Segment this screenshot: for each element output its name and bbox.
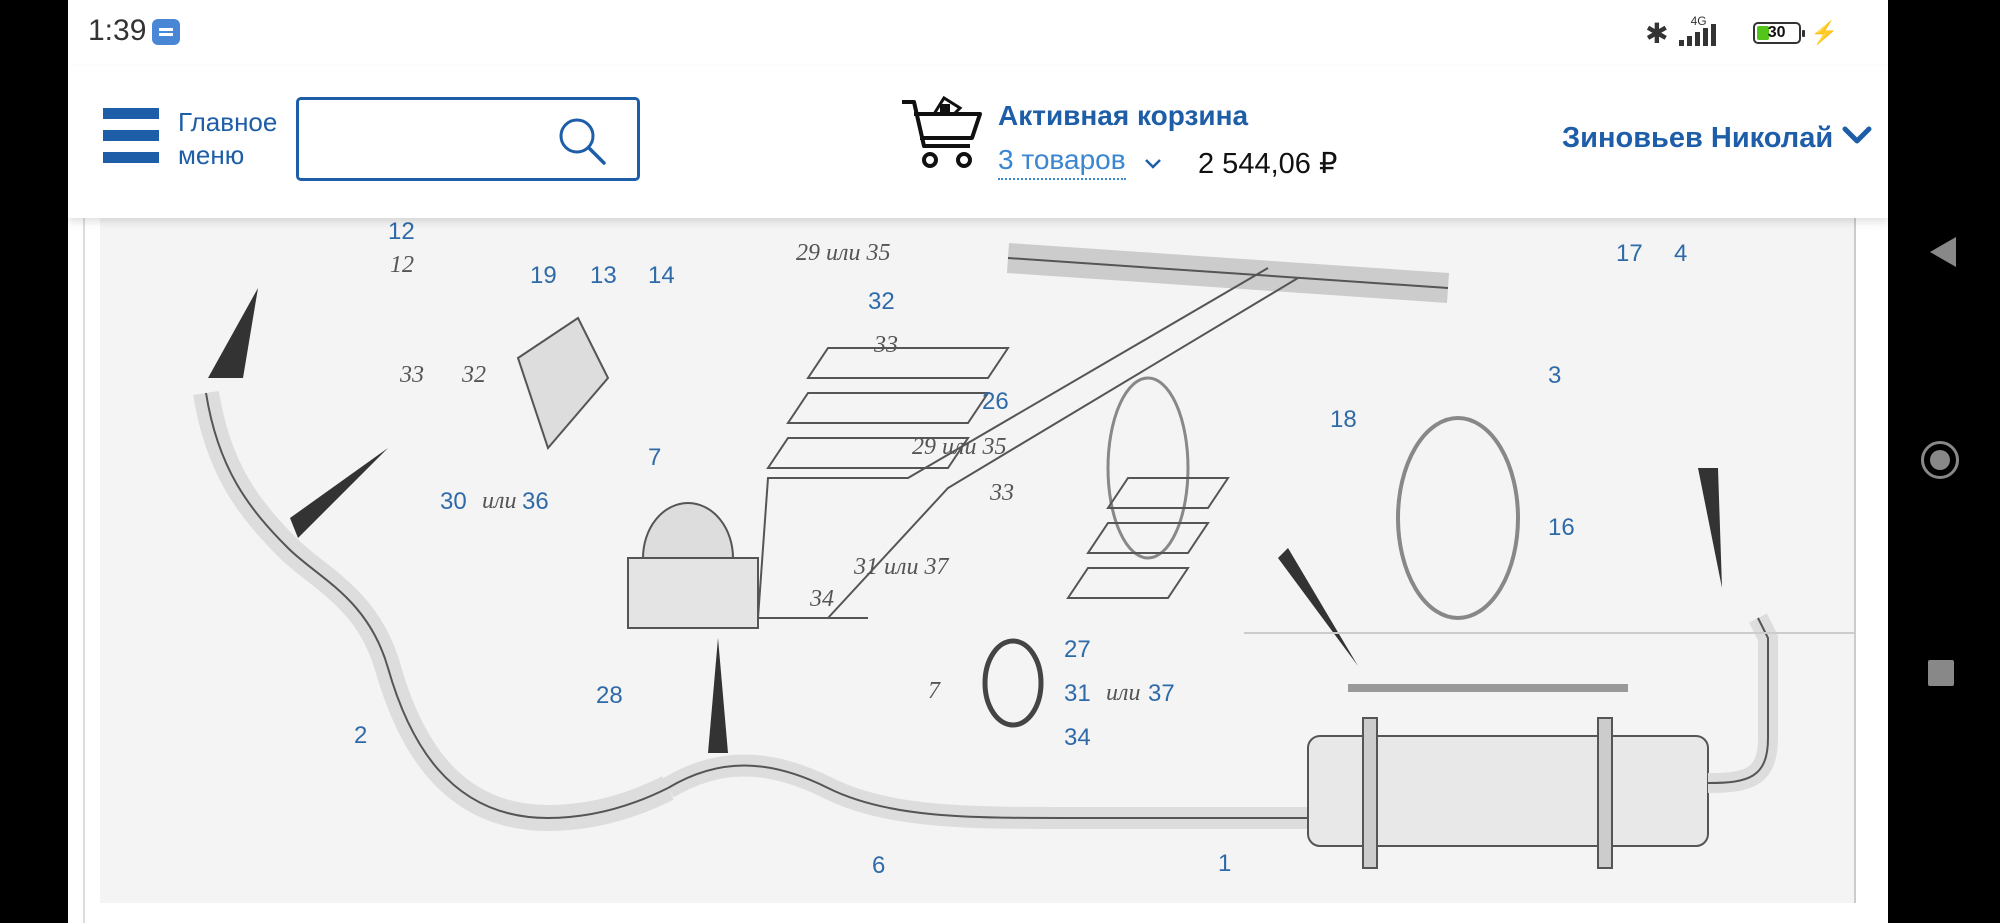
cart-icon[interactable] (900, 94, 984, 172)
part-label: 33 (874, 332, 898, 358)
part-label: 13 (590, 262, 617, 289)
main-menu-label-line2: меню (178, 140, 245, 170)
charging-icon: ⚡ (1810, 20, 1838, 45)
site-header: Главное меню Активная корзина 3 товаров … (68, 66, 1888, 218)
part-label: 16 (1548, 514, 1575, 541)
part-label: 18 (1330, 406, 1357, 433)
main-menu-label-line1: Главное (178, 107, 278, 137)
part-label: или (1106, 680, 1141, 706)
chevron-down-icon[interactable] (1144, 158, 1162, 170)
part-label: 27 (1064, 636, 1091, 663)
part-label: 31 или 37 (854, 554, 949, 580)
part-label: 30 (440, 488, 467, 515)
part-label: 2 (354, 722, 368, 749)
notification-icon (152, 19, 180, 45)
part-label: 31 (1064, 680, 1091, 707)
battery-level: 30 (1767, 24, 1786, 41)
part-label: 26 (982, 388, 1009, 415)
part-label: 37 (1148, 680, 1175, 707)
phone-screen: 1:39 ✱ 4G 30 ⚡ Главное меню (68, 0, 1888, 923)
part-label: 32 (868, 288, 895, 315)
parts-diagram-drawing (83, 218, 1856, 923)
part-label: 34 (1064, 724, 1091, 751)
part-label: 33 (990, 480, 1014, 506)
part-label: 7 (648, 444, 662, 471)
part-label: 28 (596, 682, 623, 709)
part-label: 36 (522, 488, 549, 515)
hamburger-menu-icon[interactable] (103, 108, 159, 164)
exhaust-system-diagram: 12 12 19 13 14 29 или 35 32 33 17 4 33 3… (68, 218, 1888, 923)
part-label: 29 или 35 (796, 240, 891, 266)
search-input[interactable] (309, 108, 563, 172)
cart-item-count[interactable]: 3 товаров (998, 144, 1126, 180)
status-bar: 1:39 ✱ 4G 30 ⚡ (68, 0, 1888, 66)
part-label: или (482, 488, 517, 514)
bluetooth-icon: ✱ (1645, 17, 1669, 49)
search-box[interactable] (296, 97, 640, 181)
part-label: 32 (462, 362, 486, 388)
part-label: 34 (810, 586, 834, 612)
cart-total: 2 544,06 ₽ (1198, 148, 1338, 180)
recent-apps-icon[interactable] (1928, 660, 1954, 686)
main-menu-button[interactable]: Главное меню (178, 106, 277, 172)
part-label: 12 (390, 252, 414, 278)
network-type: 4G (1690, 14, 1707, 28)
part-label: 1 (1218, 850, 1232, 877)
part-label: 29 или 35 (912, 434, 1007, 460)
system-navigation-bar (1888, 0, 2000, 923)
user-account-button[interactable]: Зиновьев Николай (1562, 122, 1834, 154)
part-label: 6 (872, 852, 886, 879)
back-icon[interactable] (1928, 235, 1958, 269)
status-icons: ✱ 4G 30 ⚡ (1645, 14, 1838, 52)
home-icon[interactable] (1921, 441, 1959, 479)
part-label: 7 (928, 678, 940, 704)
chevron-down-icon[interactable] (1842, 126, 1872, 146)
status-time: 1:39 (88, 14, 147, 47)
part-label: 33 (400, 362, 424, 388)
part-label: 19 (530, 262, 557, 289)
search-icon[interactable] (557, 116, 607, 166)
signal-icon: 4G (1678, 14, 1743, 52)
part-label: 12 (388, 218, 415, 245)
part-label: 14 (648, 262, 675, 289)
part-label: 17 (1616, 240, 1643, 267)
part-label: 3 (1548, 362, 1562, 389)
part-label: 4 (1674, 240, 1688, 267)
battery-icon: 30 (1752, 22, 1805, 44)
active-cart-link[interactable]: Активная корзина (998, 100, 1249, 131)
